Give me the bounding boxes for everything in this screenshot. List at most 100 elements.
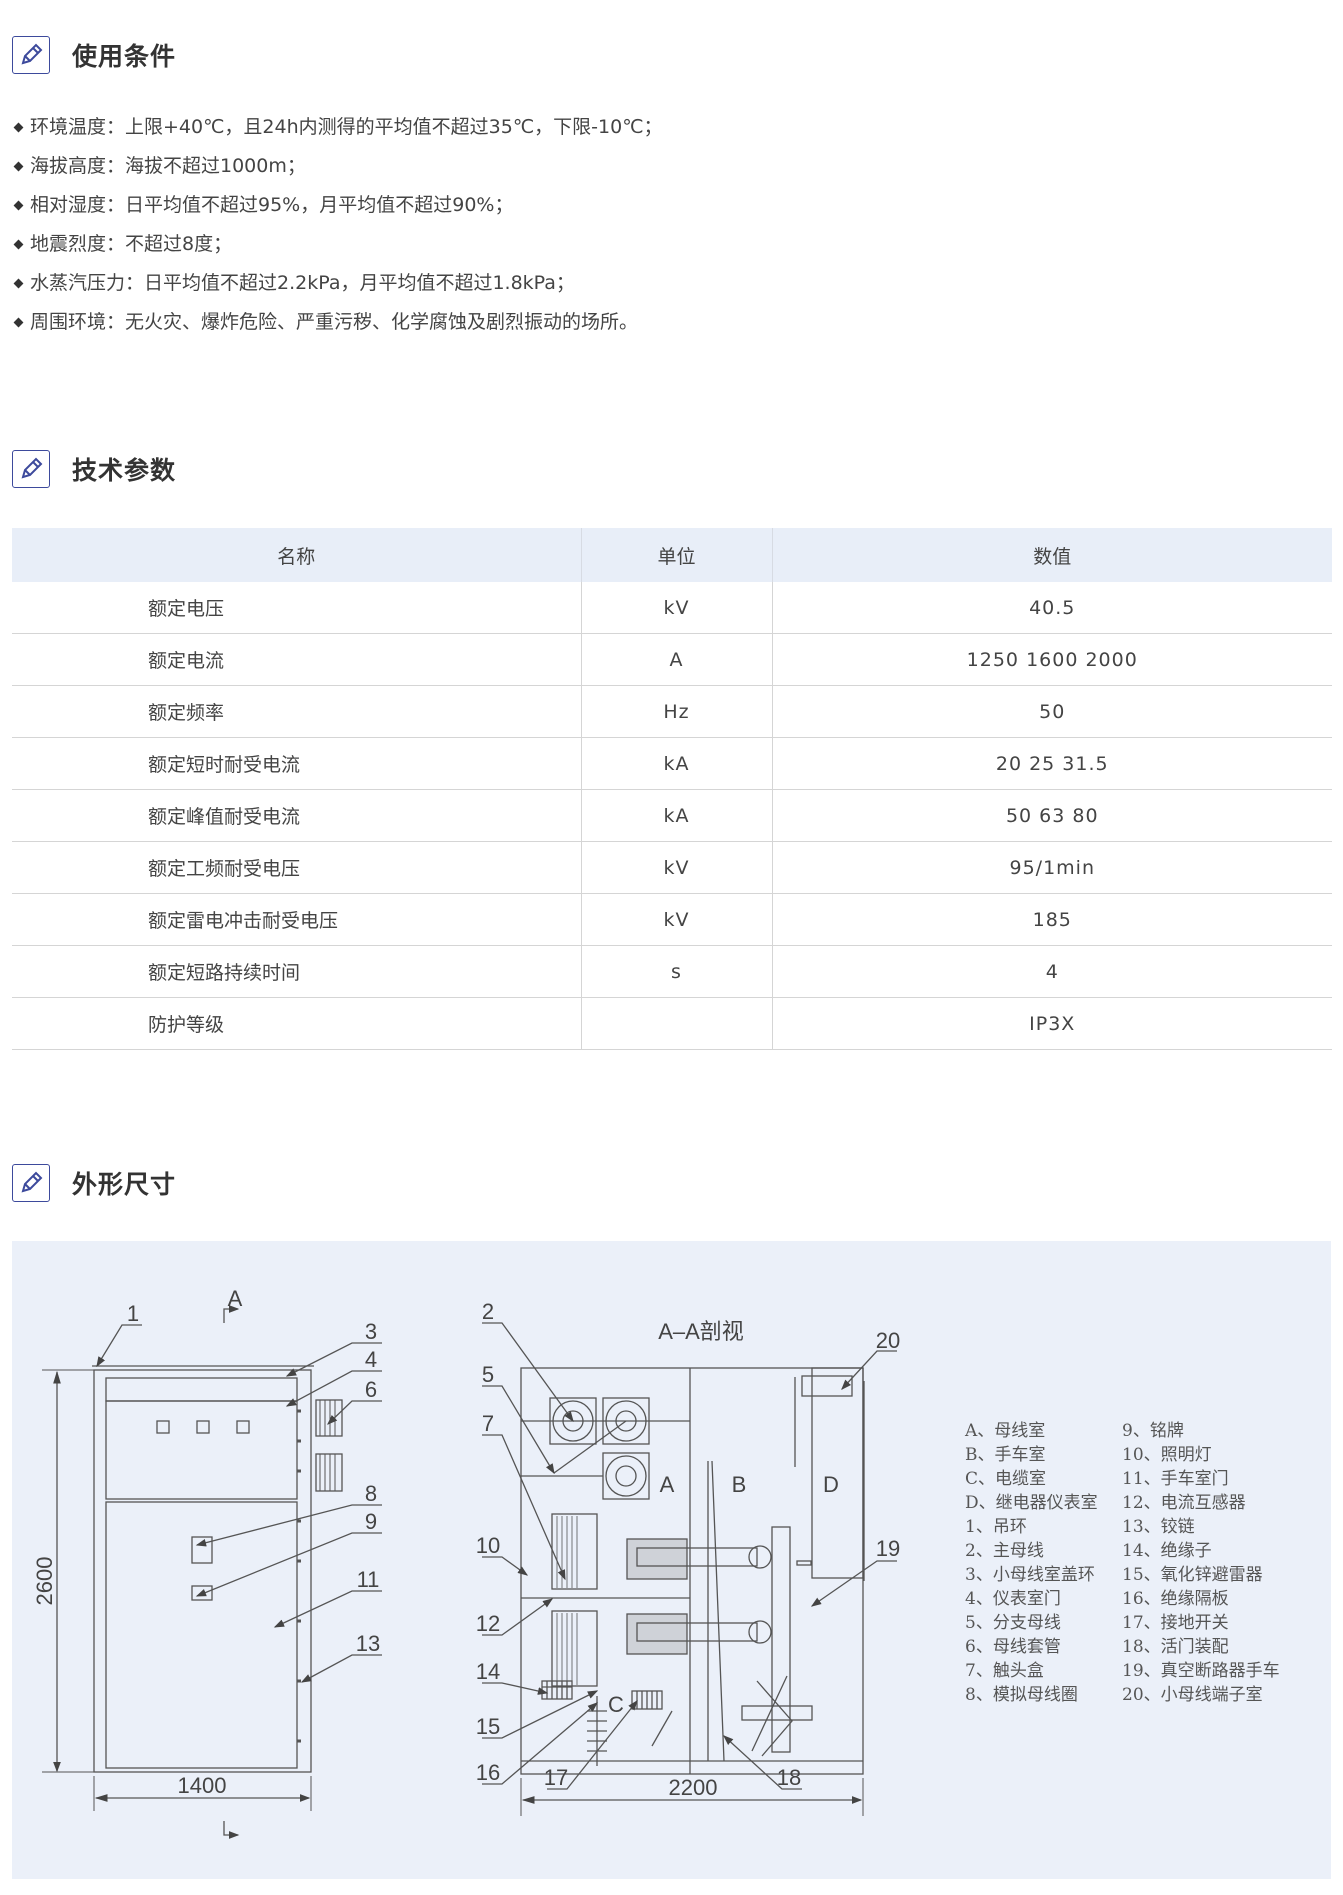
param-name: 额定短路持续时间: [12, 945, 582, 998]
section-header-specs: 技术参数: [12, 449, 176, 489]
column-header: 数值: [772, 528, 1332, 582]
item-text: 海拔高度：海拔不超过1000m；: [30, 155, 306, 177]
callout: 5: [482, 1362, 494, 1387]
param-value: 50 63 80: [772, 789, 1332, 842]
param-name: 额定峰值耐受电流: [12, 789, 582, 842]
compartment-label: B: [732, 1472, 747, 1497]
list-item: 地震烈度：不超过8度；: [12, 225, 663, 264]
legend-item: 19、真空断路器手车: [1122, 1661, 1280, 1681]
callout: 10: [476, 1533, 500, 1558]
legend-item: C、电缆室: [965, 1469, 1047, 1489]
bullet-icon: [13, 317, 24, 328]
section-title: 外形尺寸: [72, 1170, 177, 1199]
section-view: [482, 1322, 897, 1816]
param-name: 额定电压: [12, 582, 582, 634]
legend-item: 11、手车室门: [1122, 1469, 1229, 1489]
pencil-icon: [12, 450, 50, 488]
item-text: 环境温度：上限+40℃，且24h内测得的平均值不超过35℃，下限-10℃；: [30, 116, 663, 138]
param-unit: kV: [581, 893, 773, 946]
callout: 16: [476, 1760, 500, 1785]
param-value: 95/1min: [772, 841, 1332, 894]
item-text: 水蒸汽压力：日平均值不超过2.2kPa，月平均值不超过1.8kPa；: [30, 272, 575, 294]
compartment-label: D: [823, 1472, 839, 1497]
callout: 9: [365, 1509, 377, 1534]
param-name: 额定电流: [12, 633, 582, 686]
param-unit: kV: [581, 841, 773, 894]
list-item: 相对湿度：日平均值不超过95%，月平均值不超过90%；: [12, 186, 663, 225]
param-value: 20 25 31.5: [772, 737, 1332, 790]
legend-item: D、继电器仪表室: [965, 1493, 1098, 1513]
section-header-conditions: 使用条件: [12, 35, 176, 75]
legend-item: 12、电流互感器: [1122, 1493, 1246, 1513]
legend-item: 9、铭牌: [1122, 1421, 1184, 1441]
param-unit: A: [581, 633, 773, 686]
param-value: 50: [772, 685, 1332, 738]
legend-item: 2、主母线: [965, 1541, 1044, 1561]
callout: 8: [365, 1481, 377, 1506]
section-title: 技术参数: [72, 456, 177, 485]
callout: 13: [356, 1631, 380, 1656]
legend-item: 15、氧化锌避雷器: [1122, 1565, 1263, 1585]
legend-item: 10、照明灯: [1122, 1445, 1212, 1465]
dimension-width: 1400: [178, 1773, 227, 1798]
callout: 12: [476, 1611, 500, 1636]
bullet-icon: [13, 200, 24, 211]
legend-item: 5、分支母线: [965, 1613, 1061, 1633]
param-name: 额定频率: [12, 685, 582, 738]
legend-item: 18、活门装配: [1122, 1637, 1229, 1657]
compartment-labels: A B C D: [608, 1472, 839, 1717]
bullet-icon: [13, 278, 24, 289]
compartment-label: C: [608, 1692, 624, 1717]
param-name: 额定短时耐受电流: [12, 737, 582, 790]
item-text: 相对湿度：日平均值不超过95%，月平均值不超过90%；: [30, 194, 514, 216]
param-name: 额定工频耐受电压: [12, 841, 582, 894]
table-header-row: 名称 单位 数值: [12, 528, 1332, 582]
dimension-width: 2200: [669, 1775, 718, 1800]
callout: 15: [476, 1714, 500, 1739]
legend-item: 14、绝缘子: [1122, 1541, 1212, 1561]
param-unit: s: [581, 945, 773, 998]
param-value: 1250 1600 2000: [772, 633, 1332, 686]
section-title: 使用条件: [72, 42, 177, 71]
item-text: 地震烈度：不超过8度；: [30, 233, 233, 255]
column-header: 单位: [581, 528, 773, 582]
callout: 17: [544, 1765, 568, 1790]
legend-item: A、母线室: [965, 1421, 1046, 1441]
cabinet-drawing: 2600 1400 A 1 3 4 6 8 9 11 13: [32, 1286, 900, 1839]
list-item: 水蒸汽压力：日平均值不超过2.2kPa，月平均值不超过1.8kPa；: [12, 264, 663, 303]
section-view-title: A–A剖视: [658, 1319, 744, 1344]
callout: 18: [777, 1765, 801, 1790]
compartment-label: A: [660, 1472, 675, 1497]
legend-item: 20、小母线端子室: [1122, 1685, 1263, 1705]
legend-item: 8、模拟母线圈: [965, 1685, 1078, 1705]
param-value: 40.5: [772, 582, 1332, 634]
legend-item: 3、小母线室盖环: [965, 1565, 1095, 1585]
conditions-list: 环境温度：上限+40℃，且24h内测得的平均值不超过35℃，下限-10℃； 海拔…: [12, 108, 663, 342]
legend-item: 6、母线套管: [965, 1637, 1061, 1657]
item-text: 周围环境：无火灾、爆炸危险、严重污秽、化学腐蚀及剧烈振动的场所。: [30, 311, 639, 333]
legend-item: 17、接地开关: [1122, 1613, 1229, 1633]
param-unit: kA: [581, 789, 773, 842]
callout: 3: [365, 1319, 377, 1344]
legend-item: 4、仪表室门: [965, 1589, 1061, 1609]
param-name: 防护等级: [12, 997, 582, 1050]
legend-item: B、手车室: [965, 1445, 1046, 1465]
bullet-icon: [13, 161, 24, 172]
column-header: 名称: [12, 528, 582, 582]
legend-item: 16、绝缘隔板: [1122, 1589, 1229, 1609]
list-item: 周围环境：无火灾、爆炸危险、严重污秽、化学腐蚀及剧烈振动的场所。: [12, 303, 663, 342]
param-unit: [581, 997, 773, 1050]
legend-item: 13、铰链: [1122, 1517, 1195, 1537]
callout: 20: [876, 1328, 900, 1353]
callout: 7: [482, 1411, 494, 1436]
